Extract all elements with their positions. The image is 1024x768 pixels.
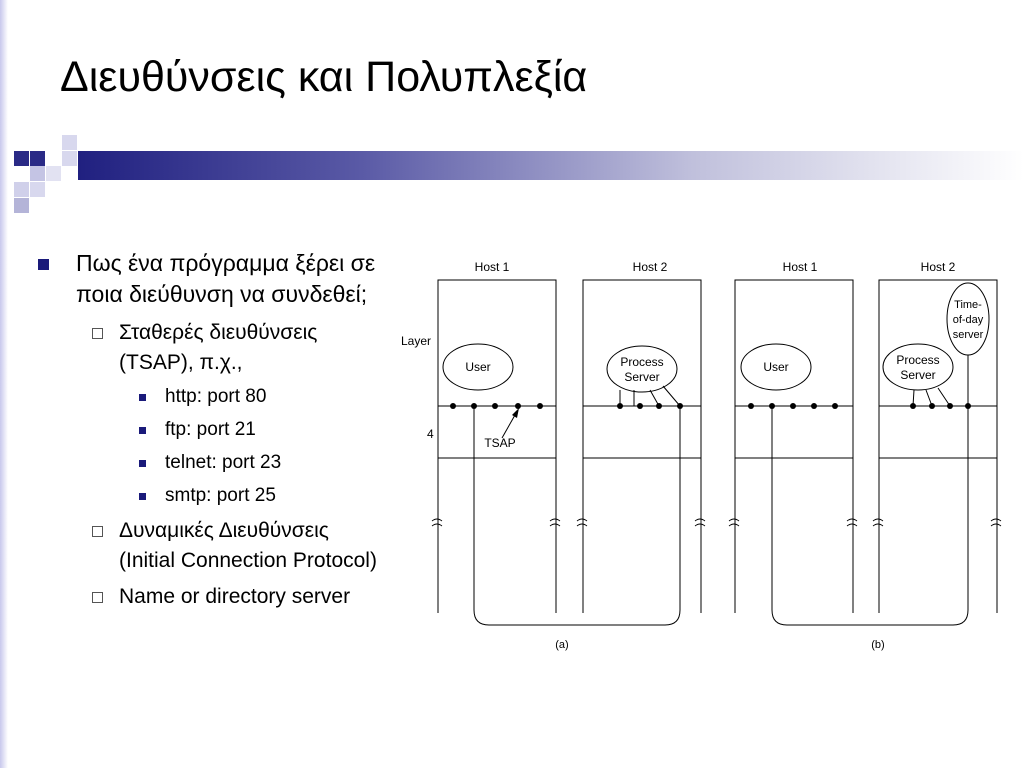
host2-b-box — [878, 279, 998, 613]
process-server-b-ellipse — [882, 343, 954, 391]
bullet-main-text: Πως ένα πρόγραμμα ξέρει σε ποια διεύθυνσ… — [76, 250, 376, 307]
bullet-static-text: Σταθερές διευθύνσεις (TSAP), π.χ., — [119, 321, 318, 374]
small-square-bullet-icon — [139, 493, 146, 500]
small-square-bullet-icon — [139, 460, 146, 467]
bullet-port: http: port 80 — [38, 384, 388, 409]
bullet-port-text: http: port 80 — [165, 386, 267, 407]
decorative-squares — [14, 135, 77, 213]
layer-label: Layer — [401, 334, 431, 348]
hollow-square-bullet-icon — [92, 328, 103, 339]
connection-a — [473, 406, 681, 626]
tsap-figure: Host 1 Host 2 Host 1 Host 2 Layer 4 User… — [395, 250, 1015, 660]
bullet-port-text: ftp: port 21 — [165, 419, 256, 440]
caption-b: (b) — [871, 639, 884, 651]
bullet-port-text: telnet: port 23 — [165, 452, 282, 473]
process-a-label: Process — [620, 355, 663, 369]
tod-line1-label: Time- — [954, 299, 982, 311]
square-bullet-icon — [38, 259, 49, 270]
connection-b — [771, 355, 969, 626]
user-b-ellipse — [740, 343, 812, 391]
user-a-ellipse — [442, 343, 514, 391]
hollow-square-bullet-icon — [92, 526, 103, 537]
host1-b-box — [734, 279, 854, 613]
bullet-port-text: smtp: port 25 — [165, 485, 276, 506]
bullet-directory-text: Name or directory server — [119, 585, 351, 608]
server-a-label: Server — [624, 370, 659, 384]
layer-number-label: 4 — [427, 427, 434, 441]
process-b-label: Process — [896, 353, 939, 367]
tsap-label: TSAP — [484, 436, 515, 450]
bullet-directory-server: Name or directory server — [38, 582, 388, 612]
tsap-diagram: Host 1 Host 2 Host 1 Host 2 Layer 4 User… — [401, 260, 1002, 651]
server-b-label: Server — [900, 368, 935, 382]
bullet-port: ftp: port 21 — [38, 417, 388, 442]
bullet-static-addresses: Σταθερές διευθύνσεις (TSAP), π.χ., — [38, 318, 388, 378]
small-square-bullet-icon — [139, 427, 146, 434]
small-square-bullet-icon — [139, 394, 146, 401]
host2-b-label: Host 2 — [921, 260, 956, 274]
caption-a: (a) — [555, 639, 568, 651]
slide-title: Διευθύνσεις και Πολυπλεξία — [60, 53, 588, 101]
host1-a-box — [437, 279, 557, 613]
user-b-label: User — [763, 360, 788, 374]
process-server-a-ellipse — [606, 345, 678, 393]
host2-a-label: Host 2 — [633, 260, 668, 274]
tod-line2-label: of-day — [953, 314, 984, 326]
bullet-dynamic-text: Δυναμικές Διευθύνσεις (Initial Connectio… — [119, 519, 377, 572]
bullet-dynamic-addresses: Δυναμικές Διευθύνσεις (Initial Connectio… — [38, 516, 388, 576]
tod-line3-label: server — [953, 329, 984, 341]
host1-b-label: Host 1 — [783, 260, 818, 274]
title-gradient-bar — [78, 151, 1024, 180]
bullet-port: telnet: port 23 — [38, 450, 388, 475]
hollow-square-bullet-icon — [92, 592, 103, 603]
bullet-list: Πως ένα πρόγραμμα ξέρει σε ποια διεύθυνσ… — [38, 248, 388, 618]
host1-a-label: Host 1 — [475, 260, 510, 274]
bullet-main: Πως ένα πρόγραμμα ξέρει σε ποια διεύθυνσ… — [38, 248, 388, 310]
user-a-label: User — [465, 360, 490, 374]
host2-a-box — [582, 279, 702, 613]
side-gradient-band — [0, 0, 8, 768]
bullet-port: smtp: port 25 — [38, 483, 388, 508]
